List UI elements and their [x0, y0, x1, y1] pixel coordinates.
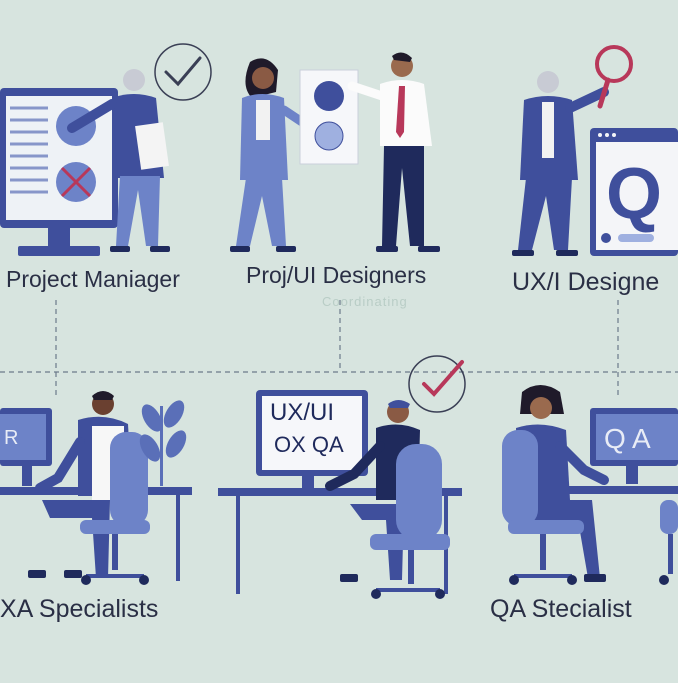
middle-workstation-scene: UX/UI OX QA — [218, 355, 466, 599]
role-label-ui-designers: Proj/UI Designers — [246, 262, 427, 288]
ui-designers-scene — [230, 52, 440, 252]
role-label-project-manager: Project Maniager — [6, 266, 180, 292]
checkmark-bubble-icon — [154, 43, 212, 101]
svg-text:R: R — [4, 427, 18, 449]
qa-card-letter: Q — [606, 154, 662, 234]
checkmark-bubble-icon — [408, 355, 466, 413]
xa-specialists-scene: R — [0, 391, 192, 585]
chair — [110, 432, 148, 526]
chair — [502, 430, 538, 526]
chair — [396, 444, 442, 540]
role-label-xa-specialists: XA Specialists — [0, 595, 159, 623]
svg-text:Q A: Q A — [604, 423, 651, 454]
svg-text:UX/UI: UX/UI — [270, 399, 334, 426]
magnifier-icon — [595, 45, 633, 83]
connector-lines — [0, 300, 678, 395]
qa-specialist-scene: Q A — [502, 385, 678, 585]
ghost-caption: Coordinating — [322, 294, 408, 309]
role-label-ux-designer: UX/I Designe — [512, 268, 660, 296]
project-manager-scene — [0, 43, 212, 256]
svg-text:OX QA: OX QA — [274, 432, 344, 457]
plant-icon — [139, 400, 187, 486]
role-label-qa-specialist: QA Stecialist — [490, 595, 632, 623]
ux-designer-scene: Q — [512, 45, 678, 256]
